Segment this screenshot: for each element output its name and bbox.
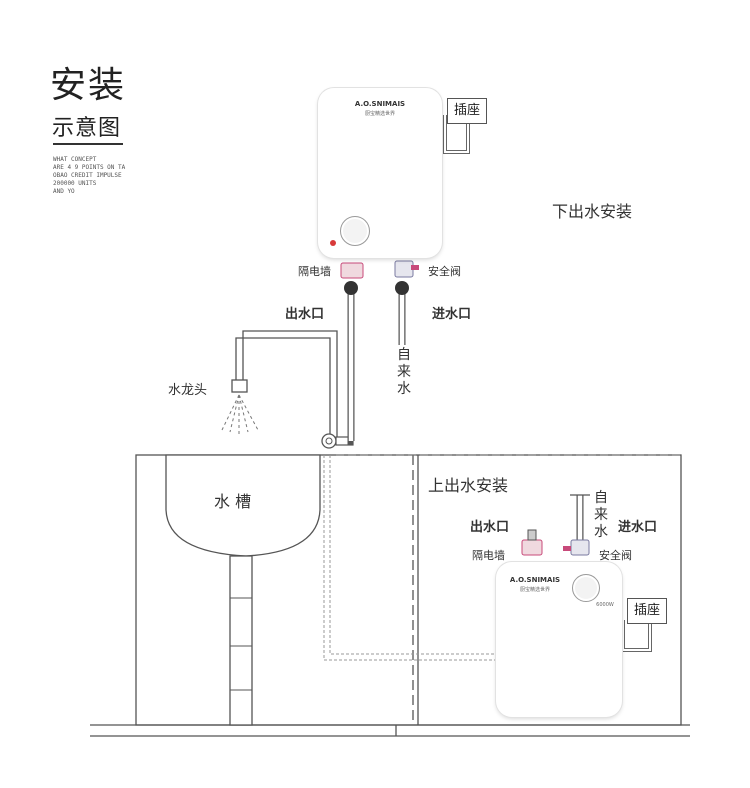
top-partition-wall-label: 隔电墙 — [472, 549, 505, 562]
sink-label: 水 槽 — [214, 492, 252, 511]
temperature-knob[interactable] — [572, 574, 600, 602]
bottom-install-heading: 下出水安装 — [552, 202, 633, 221]
top-valve-lever — [563, 546, 571, 551]
tap-water-char: 来 — [397, 364, 411, 380]
heater-brand: A.O.SNIMAIS — [509, 576, 561, 584]
tap-water-char: 自 — [397, 347, 411, 363]
outlet-fitting — [340, 262, 364, 279]
water-outlet-label: 出水口 — [285, 307, 325, 322]
english-line: WHAT CONCEPT — [53, 156, 97, 163]
title-underline — [53, 143, 123, 145]
plug-cable-inner — [444, 115, 469, 153]
english-line: OBAO CREDIT IMPULSE — [53, 172, 122, 179]
top-install-heading: 上出水安装 — [428, 476, 509, 495]
power-socket-bottom: 插座 — [627, 598, 667, 624]
safety-valve-lever — [411, 265, 419, 270]
diagram-subtitle: 示意图 — [52, 116, 122, 141]
water-inlet-label: 进水口 — [432, 307, 472, 322]
drain-pipe — [229, 555, 253, 726]
faucet-label: 水龙头 — [168, 383, 208, 398]
drain-segments — [230, 597, 252, 691]
dashed-pipe-route-2 — [329, 455, 500, 655]
safety-valve-fitting — [394, 260, 414, 278]
plug-cable-2 — [621, 620, 652, 652]
heater-brand: A.O.SNIMAIS — [354, 100, 406, 108]
diagram-title: 安装 — [50, 65, 127, 106]
faucet-fitting-inner — [325, 437, 333, 445]
tap-water-char: 来 — [594, 507, 608, 523]
faucet-spray — [221, 394, 259, 434]
heater-brand-sub: 厨宝精选世界 — [519, 587, 550, 593]
english-caption: WHAT CONCEPT ARE 4 9 POINTS ON TA OBAO C… — [53, 156, 125, 196]
top-outlet-stub — [527, 529, 537, 541]
heater-model: 6000W — [596, 602, 614, 608]
water-heater-bottom-outlet: A.O.SNIMAIS 厨宝精选世界 — [318, 88, 442, 258]
temperature-knob[interactable] — [340, 216, 370, 246]
english-line: ARE 4 9 POINTS ON TA — [53, 164, 126, 171]
top-water-inlet-label: 进水口 — [618, 520, 658, 535]
safety-valve-label: 安全阀 — [428, 265, 461, 278]
outlet-nut — [344, 281, 358, 295]
tap-water-char: 水 — [594, 524, 608, 540]
plug-cable-2-inner — [622, 620, 651, 651]
english-line: AND YO — [53, 188, 75, 195]
top-valve-fitting — [570, 539, 590, 556]
faucet-line-art — [231, 330, 338, 439]
tap-water-char: 自 — [594, 490, 608, 506]
top-outlet-fitting — [521, 539, 543, 556]
power-socket-top: 插座 — [447, 98, 487, 124]
inlet-nut — [395, 281, 409, 295]
power-indicator-led — [330, 240, 336, 246]
top-water-outlet-label: 出水口 — [470, 520, 510, 535]
heater-brand-sub: 厨宝精选世界 — [364, 111, 395, 117]
dashed-pipe-route — [323, 455, 500, 661]
top-tap-water-label: 自 来 水 — [593, 490, 609, 541]
top-safety-valve-label: 安全阀 — [599, 549, 632, 562]
water-heater-top-outlet: A.O.SNIMAIS 厨宝精选世界 6000W — [496, 562, 622, 717]
tap-water-label: 自 来 水 — [396, 347, 412, 398]
partition-wall-label: 隔电墙 — [298, 265, 331, 278]
tap-water-char: 水 — [397, 381, 411, 397]
english-line: 200000 UNITS — [53, 180, 97, 187]
